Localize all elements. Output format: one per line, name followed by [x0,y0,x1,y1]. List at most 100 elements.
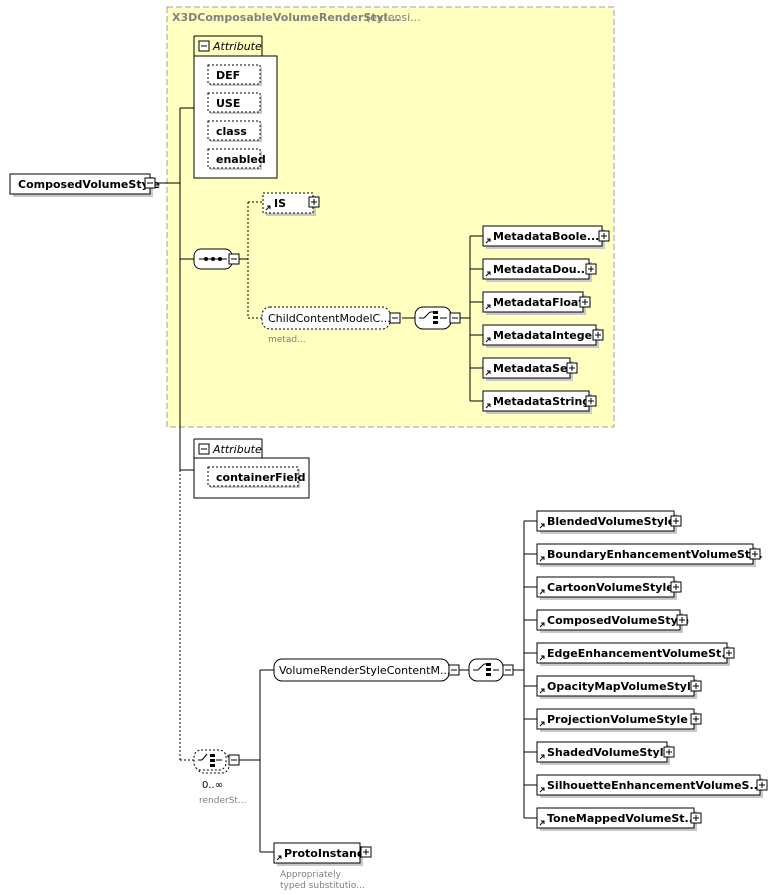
element-metadatainteger[interactable]: MetadataInteger [482,324,604,348]
attribute-label: enabled [216,153,266,166]
element-label: MetadataDou... [493,263,589,276]
collapse-icon[interactable] [389,312,401,324]
volume-style-list: BlendedVolumeStyleBoundaryEnhancementVol… [536,510,768,831]
link-arrow-icon [539,523,545,529]
collapse-icon[interactable] [198,443,210,455]
expand-icon[interactable] [308,196,320,208]
expand-icon[interactable] [756,779,768,791]
choice-icon [419,311,447,324]
element-metadatastring[interactable]: MetadataString [482,390,597,414]
expand-icon[interactable] [360,846,372,858]
element-shadedvolumestyle[interactable]: ShadedVolumeStyle [536,741,675,765]
link-arrow-icon [539,589,545,595]
sequence-compositor[interactable] [193,248,240,270]
element-projectionvolumestyle[interactable]: ProjectionVolumeStyle [536,708,702,732]
render-choice-caption: renderSt... [199,796,247,806]
element-metadataboole[interactable]: MetadataBoole... [482,225,610,249]
link-arrow-icon [539,556,545,562]
element-edgeenhancementvolumest[interactable]: EdgeEnhancementVolumeSt... [536,642,735,666]
element-opacitymapvolumestyle[interactable]: OpacityMapVolumeStyle [536,675,702,699]
collapse-icon[interactable] [144,177,156,189]
expand-icon[interactable] [723,647,735,659]
element-boundaryenhancementvolumest[interactable]: BoundaryEnhancementVolumeSt... [536,543,763,567]
link-arrow-icon [485,337,491,343]
expand-icon[interactable] [566,362,578,374]
element-silhouetteenhancementvolumes[interactable]: SilhouetteEnhancementVolumeS... [536,774,768,798]
element-label: ToneMappedVolumeSt... [547,812,697,825]
collapse-icon[interactable] [448,664,460,676]
root-element[interactable]: ComposedVolumeStyle [9,173,160,197]
collapse-icon[interactable] [449,312,461,324]
element-tonemappedvolumest[interactable]: ToneMappedVolumeSt... [536,807,702,831]
choice-icon [473,663,499,676]
element-label: MetadataFloat [493,296,584,309]
link-arrow-icon [539,754,545,760]
link-arrow-icon [539,820,545,826]
attribute-label: class [216,125,247,138]
attribute-class[interactable]: class [207,120,262,142]
expand-icon[interactable] [579,296,591,308]
choice-compositor-metadata[interactable] [414,306,461,330]
attribute-containerfield[interactable]: containerField [207,466,305,488]
link-arrow-icon [485,370,491,376]
expand-icon[interactable] [598,230,610,242]
proto-instance-label: ProtoInstance [284,847,371,860]
expand-icon[interactable] [663,746,675,758]
proto-caption-line2: typed substitutio... [280,881,365,891]
element-metadataset[interactable]: MetadataSet [482,357,578,381]
expand-icon[interactable] [749,548,761,560]
attribute-items: DEF USE class enabled [207,64,266,170]
choice-compositor-volume[interactable] [468,658,514,682]
expand-icon[interactable] [690,812,702,824]
collapse-icon[interactable] [502,664,514,676]
attribute-enabled[interactable]: enabled [207,148,266,170]
element-label: EdgeEnhancementVolumeSt... [547,647,734,660]
expand-icon[interactable] [690,680,702,692]
attribute-label: containerField [216,471,305,484]
expand-icon[interactable] [585,395,597,407]
attribute-label: DEF [216,69,240,82]
base-type-suffix: (extensi... [366,11,421,24]
attribute-group-title: Attribute [212,443,262,456]
proto-caption-line1: Appropriately [280,870,342,880]
attribute-label: USE [216,97,240,110]
proto-instance-element[interactable]: ProtoInstance Appropriately typed substi… [273,842,372,891]
link-arrow-icon [485,238,491,244]
attribute-items: containerField [207,466,305,488]
expand-icon[interactable] [690,713,702,725]
expand-icon[interactable] [670,581,682,593]
element-cartoonvolumestyle[interactable]: CartoonVolumeStyle [536,576,682,600]
volume-render-group[interactable]: VolumeRenderStyleContentM... [273,658,460,682]
attribute-use[interactable]: USE [207,92,262,114]
collapse-icon[interactable] [228,253,240,265]
element-label: MetadataSet [493,362,573,375]
is-element[interactable]: IS [262,192,320,216]
metadata-element-list: MetadataBoole... MetadataDou... MetadataFl… [482,225,610,414]
expand-icon[interactable] [592,329,604,341]
link-arrow-icon [539,622,545,628]
element-label: ProjectionVolumeStyle [547,713,688,726]
link-arrow-icon [485,403,491,409]
element-label: SilhouetteEnhancementVolumeS... [547,779,762,792]
element-label: MetadataBoole... [493,230,599,243]
element-composedvolumestyle[interactable]: ComposedVolumeStyle [536,609,689,633]
cardinality-label: 0..∞ [202,780,223,791]
expand-icon[interactable] [585,263,597,275]
volume-group-label: VolumeRenderStyleContentM... [279,664,450,677]
element-label: BlendedVolumeStyle [547,515,675,528]
element-metadatadou[interactable]: MetadataDou... [482,258,597,282]
element-label: CartoonVolumeStyle [547,581,674,594]
collapse-icon[interactable] [198,40,210,52]
element-metadatafloat[interactable]: MetadataFloat [482,291,591,315]
element-label: OpacityMapVolumeStyle [547,680,698,693]
element-blendedvolumestyle[interactable]: BlendedVolumeStyle [536,510,682,534]
child-content-group[interactable]: ChildContentModelC... metad... [261,306,401,345]
attribute-def[interactable]: DEF [207,64,262,86]
attribute-group-title: Attribute [212,40,262,53]
expand-icon[interactable] [676,614,688,626]
collapse-icon[interactable] [228,754,240,766]
link-arrow-icon [539,787,545,793]
element-label: MetadataString [493,395,590,408]
choice-compositor-render[interactable]: 0..∞ renderSt... [193,749,247,806]
expand-icon[interactable] [670,515,682,527]
